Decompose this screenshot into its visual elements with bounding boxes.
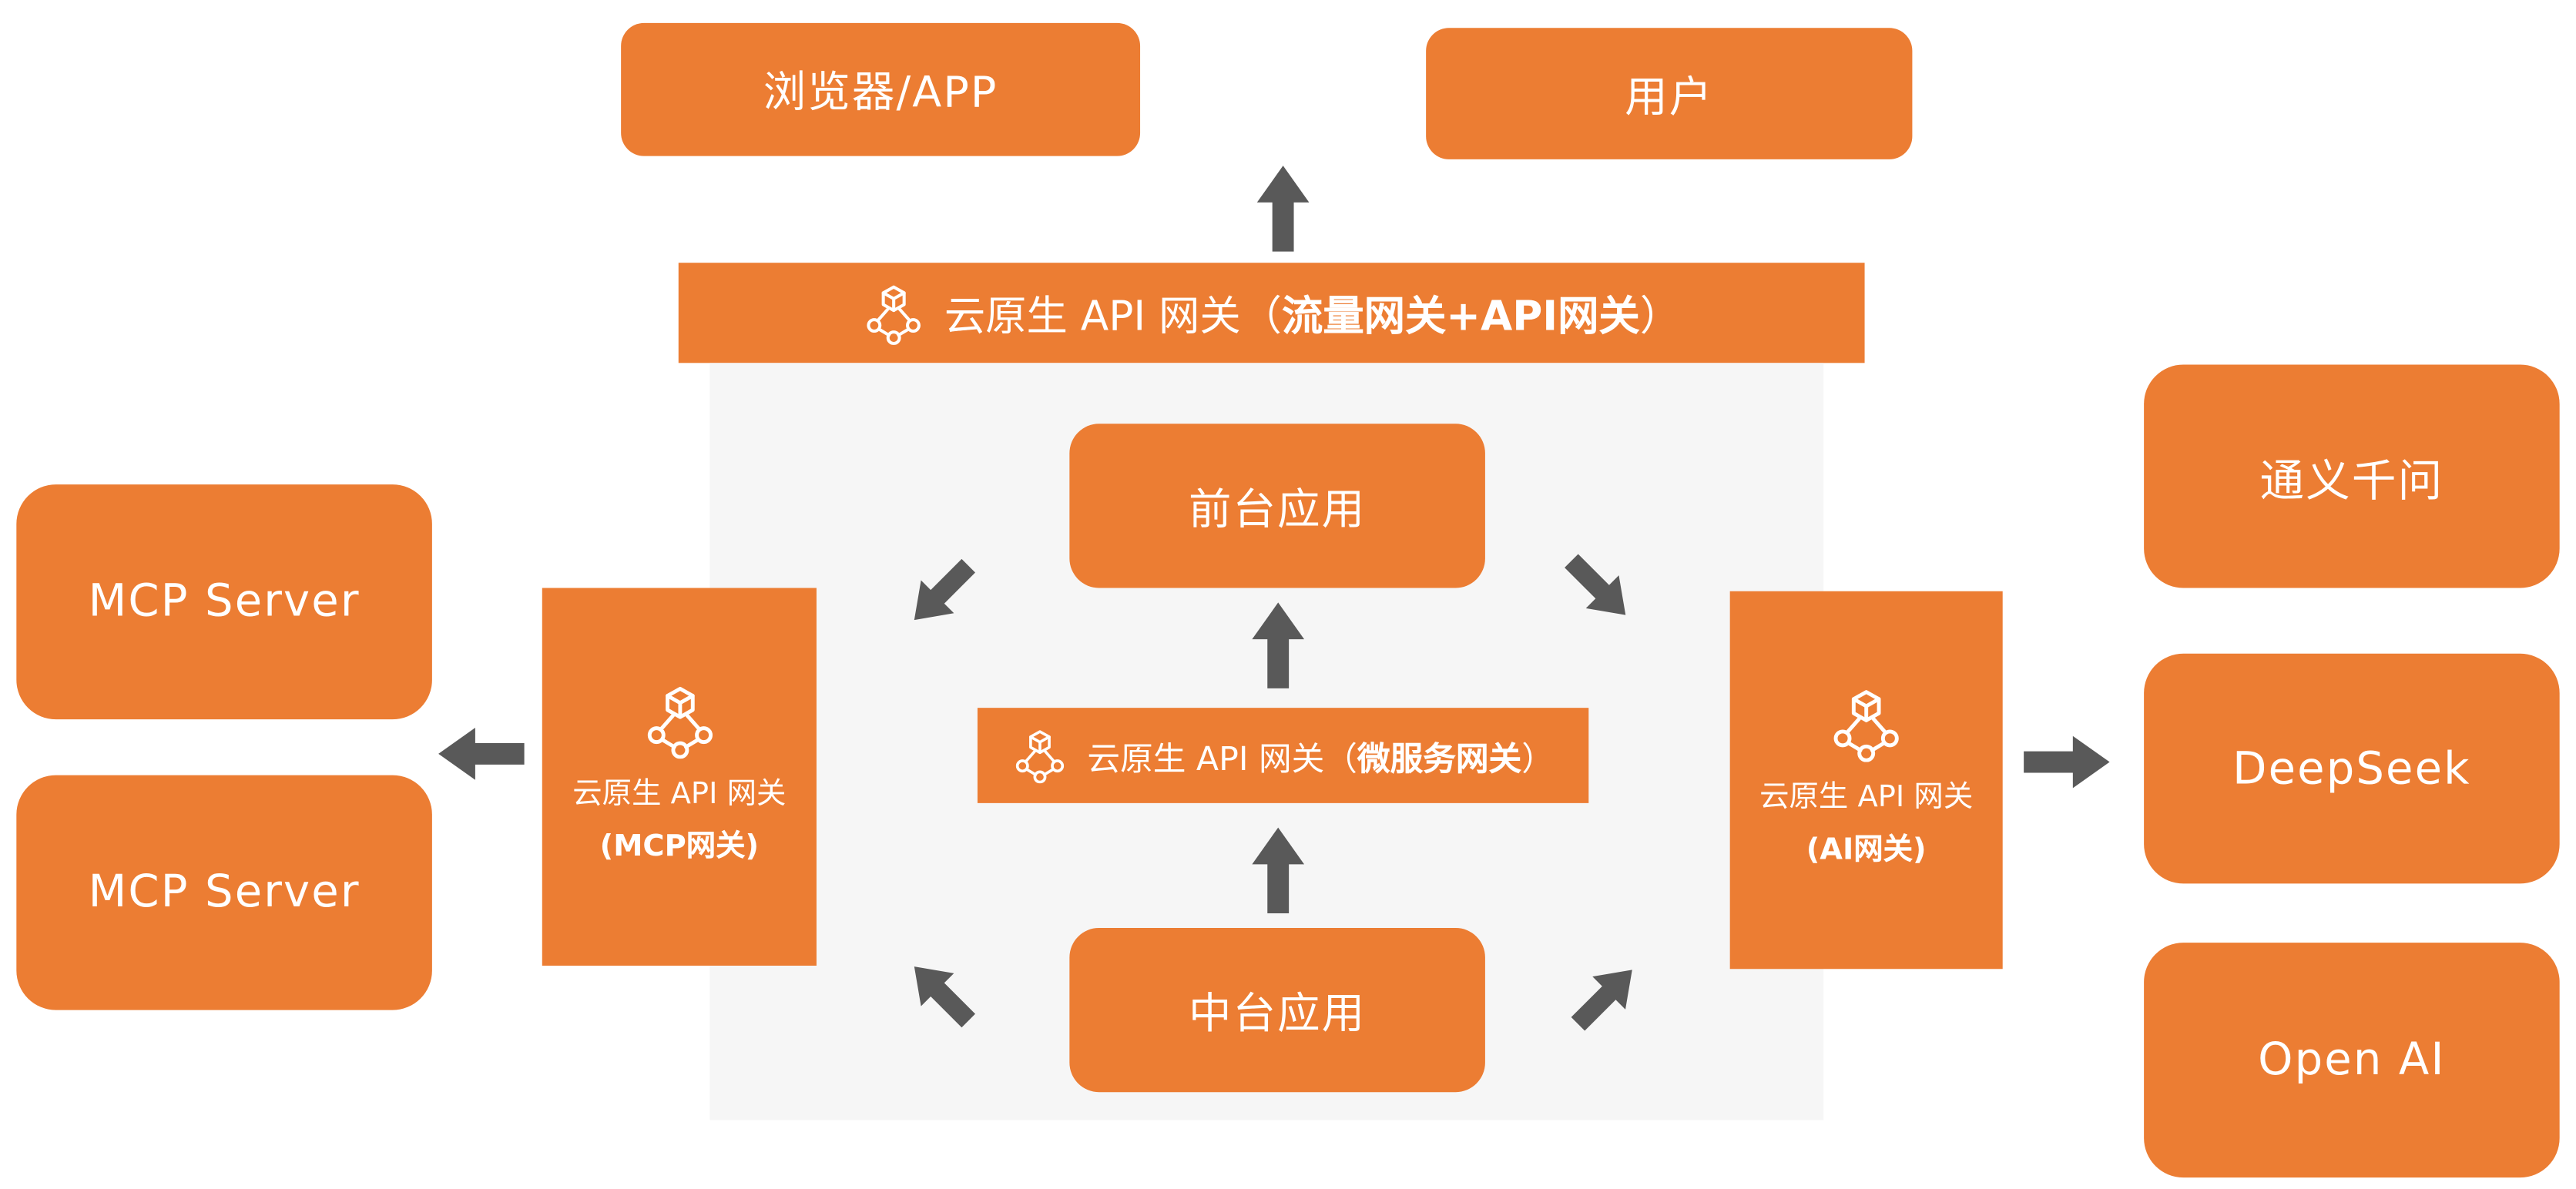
arrow-up-to-microservice-gateway	[1242, 825, 1314, 916]
arrow-right-icon	[2024, 735, 2110, 789]
traffic-gateway-label-suffix: ）	[1639, 291, 1682, 340]
arrow-up-icon	[1256, 166, 1310, 252]
microservice-gateway-label-bold: 微服务网关	[1357, 738, 1522, 778]
openai-label: Open AI	[2258, 1034, 2446, 1086]
mcp-server-node-2: MCP Server	[16, 775, 432, 1010]
mcp-server-label: MCP Server	[88, 576, 361, 628]
mcp-server-node-1: MCP Server	[16, 484, 432, 720]
traffic-gateway-label-bold: 流量网关+API网关	[1282, 291, 1640, 340]
mcp-gateway-label-line2: (MCP网关)	[599, 829, 760, 864]
microservice-gateway-label-prefix: 云原生 API 网关（	[1087, 738, 1357, 778]
ai-gateway-node: 云原生 API 网关 (AI网关)	[1729, 591, 2003, 970]
deepseek-node: DeepSeek	[2144, 653, 2560, 884]
arrow-up-to-browser	[1247, 162, 1320, 254]
gateway-cube-icon	[1015, 730, 1064, 784]
mcp-server-label: MCP Server	[88, 867, 361, 919]
tongyi-qianwen-node: 通义千问	[2144, 364, 2560, 588]
arrow-left-icon	[438, 728, 525, 780]
traffic-gateway-bar: 云原生 API 网关（流量网关+API网关）	[678, 263, 1865, 363]
user-label: 用户	[1625, 72, 1714, 122]
gateway-cube-icon	[642, 683, 717, 759]
microservice-gateway-label-suffix: ）	[1521, 738, 1555, 778]
traffic-gateway-label-prefix: 云原生 API 网关（	[944, 291, 1283, 340]
browser-app-node: 浏览器/APP	[621, 22, 1141, 156]
frontend-app-node: 前台应用	[1069, 424, 1485, 588]
openai-node: Open AI	[2144, 943, 2560, 1178]
arrow-left-to-mcp-servers	[435, 718, 527, 790]
middle-app-label: 中台应用	[1188, 989, 1367, 1039]
gateway-cube-icon	[1829, 687, 1904, 762]
mcp-gateway-node: 云原生 API 网关 (MCP网关)	[542, 588, 817, 966]
arrow-right-to-ai-providers	[2021, 726, 2112, 799]
middle-app-node: 中台应用	[1069, 927, 1485, 1093]
arrow-up-to-frontend	[1242, 599, 1314, 691]
mcp-gateway-label-line1: 云原生 API 网关	[572, 776, 787, 812]
microservice-gateway-label: 云原生 API 网关（微服务网关）	[1087, 732, 1554, 779]
microservice-gateway-bar: 云原生 API 网关（微服务网关）	[977, 708, 1589, 803]
ai-gateway-label-line1: 云原生 API 网关	[1759, 780, 1974, 816]
arrow-up-icon	[1252, 827, 1305, 914]
gateway-cube-icon	[862, 282, 924, 344]
ai-gateway-label-line2: (AI网关)	[1806, 832, 1927, 868]
deepseek-label: DeepSeek	[2232, 743, 2471, 795]
arrow-up-icon	[1252, 602, 1305, 688]
browser-app-label: 浏览器/APP	[763, 69, 998, 119]
frontend-app-label: 前台应用	[1188, 485, 1367, 535]
traffic-gateway-label: 云原生 API 网关（流量网关+API网关）	[944, 283, 1681, 343]
user-node: 用户	[1426, 28, 1913, 159]
tongyi-qianwen-label: 通义千问	[2259, 455, 2444, 507]
